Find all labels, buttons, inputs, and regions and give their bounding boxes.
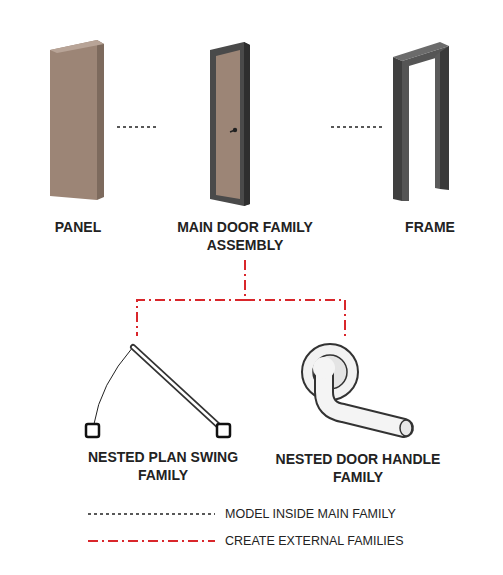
swing-illustration — [86, 347, 230, 437]
panel-top — [50, 40, 104, 53]
handle-lever-outline — [324, 370, 404, 428]
frame-head-face — [402, 46, 449, 201]
legend-dotted-sample — [88, 513, 215, 515]
part-label: NESTED DOOR HANDLE FAMILY — [266, 450, 450, 486]
jamb-square — [217, 424, 230, 437]
door-illustration — [210, 42, 250, 206]
door-leaf — [216, 50, 240, 199]
jamb-square — [86, 424, 99, 437]
handle-lever-end — [400, 420, 412, 436]
frame-left-jamb — [393, 57, 402, 201]
dotted-link — [331, 126, 382, 128]
swing-leaf — [133, 347, 221, 428]
handle-neck — [313, 357, 335, 379]
handle-lever — [324, 370, 404, 428]
panel-face — [50, 40, 97, 200]
frame-part: FRAME — [386, 38, 474, 240]
dotted-link — [117, 126, 159, 128]
legend-dashdot-sample — [88, 540, 215, 542]
dashdot-bracket — [245, 260, 345, 336]
part-label: FRAME — [386, 218, 474, 236]
legend-label: MODEL INSIDE MAIN FAMILY — [225, 506, 396, 522]
part-label: PANEL — [43, 218, 113, 236]
main-family-assembly: MAIN DOOR FAMILY ASSEMBLY — [163, 38, 327, 258]
legend-label: CREATE EXTERNAL FAMILIES — [225, 533, 404, 549]
door-frame — [210, 42, 250, 206]
handle-illustration — [302, 344, 412, 436]
panel-illustration — [50, 40, 104, 200]
frame-right-jamb-face — [435, 52, 440, 189]
door-handle-lever — [230, 130, 235, 132]
panel-edge — [97, 40, 104, 200]
frame-right-jamb — [440, 46, 449, 190]
dashdot-bracket — [137, 260, 245, 336]
swing-leaf-inner — [133, 347, 221, 428]
part-label: NESTED PLAN SWING FAMILY — [76, 448, 250, 484]
door-frame-side — [244, 42, 250, 206]
swing-arc — [94, 347, 133, 424]
panel-part: PANEL — [43, 38, 113, 240]
nested-family: NESTED DOOR HANDLE FAMILY — [266, 338, 450, 490]
part-label: MAIN DOOR FAMILY ASSEMBLY — [163, 218, 327, 254]
nested-family: NESTED PLAN SWING FAMILY — [76, 338, 250, 488]
frame-illustration — [393, 42, 449, 201]
